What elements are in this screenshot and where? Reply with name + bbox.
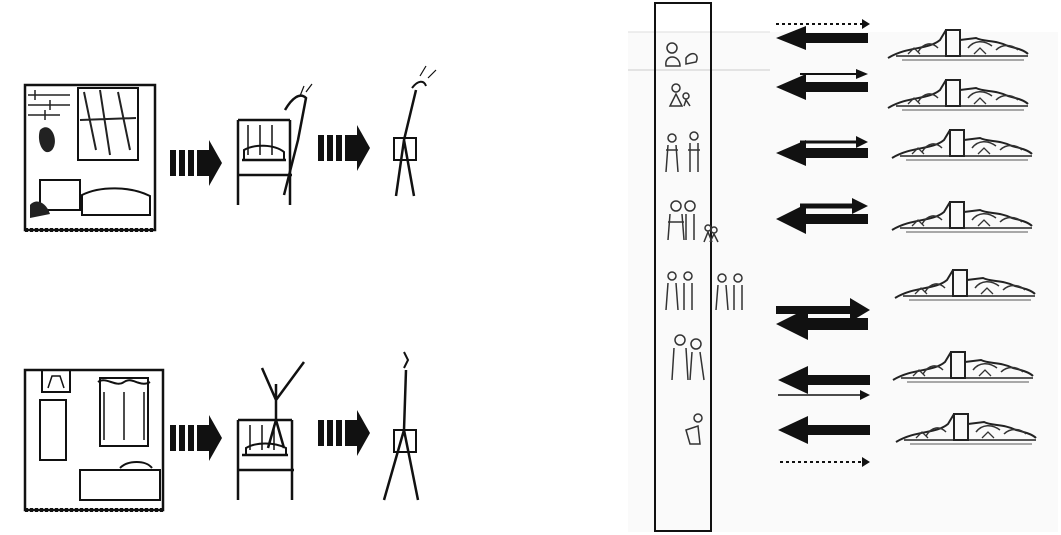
fat-arrow-icon: [318, 125, 370, 171]
fat-arrow-icon: [318, 410, 370, 456]
fat-arrow-icon: [170, 140, 222, 186]
tidy-room-scene: [25, 370, 163, 510]
left-panel: [25, 66, 436, 510]
tired-walk-scene: [394, 66, 436, 196]
cluttered-room-scene: [25, 85, 155, 230]
energetic-chair-scene: [238, 362, 304, 500]
right-panel: [628, 3, 1058, 532]
tired-chair-scene: [238, 84, 312, 205]
fat-arrow-icon: [170, 415, 222, 461]
energetic-walk-scene: [384, 352, 418, 500]
